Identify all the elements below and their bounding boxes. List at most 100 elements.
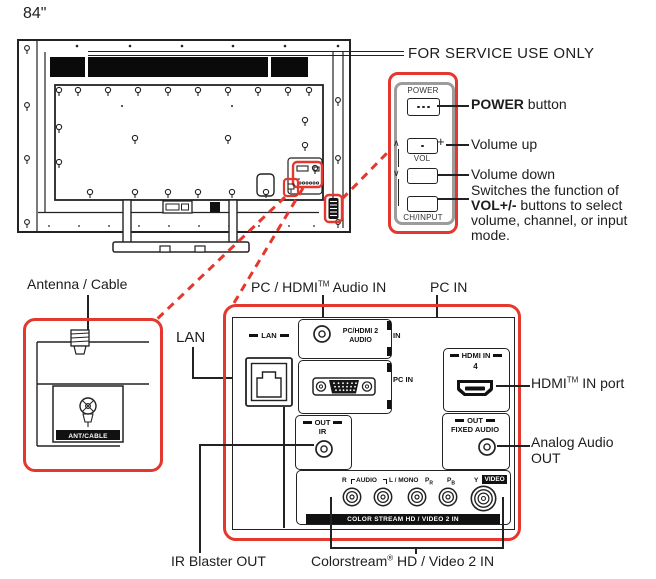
colorstream-note: Colorstream® HD / Video 2 IN: [311, 553, 494, 569]
pc-hdmi-audio-line1: PC/HDMI 2: [342, 328, 379, 335]
label-bar: [333, 421, 343, 424]
power-label: POWER: [407, 86, 439, 95]
leader-ir-blaster: [199, 444, 201, 553]
hdmi-note-post: IN port: [578, 375, 625, 391]
power-dot-icon: [417, 105, 420, 109]
vol-bracket-line: [398, 149, 400, 167]
colorstream-bracket: [415, 547, 417, 554]
edge-mark: [387, 321, 391, 330]
tm-superscript: TM: [566, 375, 579, 385]
vol-down-arrow: ∨: [393, 168, 400, 178]
antenna-jack-art: ANT/CABLE: [36, 329, 149, 447]
lan-port-label-row: LAN: [243, 331, 295, 340]
registered-superscript: ®: [387, 553, 394, 563]
volume-down-note: Volume down: [471, 166, 556, 182]
power-button: [407, 98, 440, 116]
side-buttons-highlight: [323, 193, 344, 224]
ch-input-note: Switches the function of VOL+/- buttons …: [471, 183, 629, 243]
fixed-out-label-row: OUT: [446, 416, 504, 425]
leader-volume-up: [446, 144, 469, 146]
label-bar: [302, 421, 312, 424]
av-label-pb: PB: [447, 477, 455, 486]
label-bar: [279, 334, 289, 337]
colorstream-bracket: [330, 547, 504, 549]
edge-mark: [387, 363, 391, 372]
ir-blaster-note: IR Blaster OUT: [171, 553, 266, 569]
volume-down-button: [407, 168, 438, 184]
antenna-red-frame: [23, 318, 163, 472]
power-dot-icon: [427, 105, 430, 109]
antenna-note: Antenna / Cable: [27, 276, 128, 292]
rca-jack-icon: [407, 487, 427, 507]
volume-up-note: Volume up: [471, 136, 538, 152]
ch-note-pre: Switches the function of: [471, 182, 619, 198]
rj45-icon: [245, 357, 293, 407]
leader-ir-blaster: [199, 444, 314, 446]
connection-panel-inset: LAN PC/HDMI 2 AUDIO IN: [223, 304, 521, 541]
fixed-out-label: OUT: [467, 416, 483, 425]
pb-sub: B: [451, 480, 455, 487]
inset-gray-frame: [394, 82, 455, 225]
leader-power: [437, 105, 469, 107]
edge-mark: [387, 400, 391, 409]
colorstream-bracket: [330, 497, 332, 548]
power-note: POWER button: [471, 96, 567, 112]
leader-analog-audio: [497, 445, 530, 447]
leader-lan: [192, 377, 246, 379]
vol-up-dot-icon: [421, 144, 424, 148]
power-dot-icon: [422, 105, 425, 109]
pc-hdmi-audio-label: PC/HDMI 2 AUDIO: [333, 328, 388, 345]
tm-superscript: TM: [317, 279, 330, 289]
tv-size-label: 84": [23, 5, 47, 22]
pc-hdmi-audio-in-note: PC / HDMITM Audio IN: [251, 279, 386, 295]
av-label-r: R: [342, 477, 347, 484]
edge-mark: [387, 347, 391, 356]
label-bar: [493, 354, 503, 357]
colorstream-bracket: [502, 497, 504, 548]
hdmi-icon: [457, 380, 493, 396]
audio-jack-icon: [313, 325, 331, 343]
leader-ch-input: [437, 198, 469, 200]
hdmi-in-label-row: HDMI IN: [447, 351, 505, 360]
vol-up-arrow: ∧: [393, 138, 400, 148]
label-bar: [485, 419, 495, 422]
av-label-l-mono: L / MONO: [389, 477, 419, 484]
vga-icon: [312, 377, 376, 396]
hdmi-in-port-note: HDMITM IN port: [531, 375, 624, 391]
vol-bracket-line: [398, 179, 400, 206]
cs-note-post: HD / Video 2 IN: [393, 553, 495, 569]
power-note-bold: POWER: [471, 96, 524, 112]
panel-contour-line: [283, 407, 285, 528]
ir-jack-icon: [315, 440, 333, 458]
audio-note-pre: PC / HDMI: [251, 279, 318, 295]
av-label-audio: AUDIO: [356, 477, 377, 484]
fixed-audio-label: FIXED AUDIO: [450, 425, 500, 434]
label-bar: [455, 419, 465, 422]
ir-label: IR: [318, 427, 327, 436]
vol-label: VOL: [413, 154, 431, 163]
ir-out-label: OUT: [314, 418, 331, 427]
antenna-connector-highlight: [282, 177, 300, 198]
inset-red-frame: [388, 72, 458, 234]
hdmi-note-pre: HDMI: [531, 375, 567, 391]
leader-pc-hdmi-audio: [322, 295, 324, 326]
plus-sign: +: [437, 134, 445, 149]
label-bar: [249, 334, 259, 337]
ch-input-button: [407, 196, 438, 212]
colorstream-bar-label: COLOR STREAM HD / VIDEO 2 IN: [306, 514, 500, 524]
audio-bracket-right: [383, 479, 387, 484]
label-bar: [449, 354, 459, 357]
fixed-audio-jack-icon: [478, 438, 496, 456]
coax-connector-icon: [70, 329, 90, 355]
leader-volume-down: [437, 174, 469, 176]
pb-main: P: [447, 477, 452, 484]
leader-lan: [192, 347, 194, 378]
av-label-video: VIDEO: [482, 475, 508, 484]
audio-note-post: Audio IN: [329, 279, 387, 295]
rca-jack-large-icon: [470, 485, 497, 512]
pc-in-note: PC IN: [430, 279, 468, 295]
pc-hdmi-audio-box: [298, 319, 392, 359]
ch-note-post: buttons to select volume, channel, or in…: [471, 197, 628, 243]
panel-red-frame: [223, 304, 521, 541]
